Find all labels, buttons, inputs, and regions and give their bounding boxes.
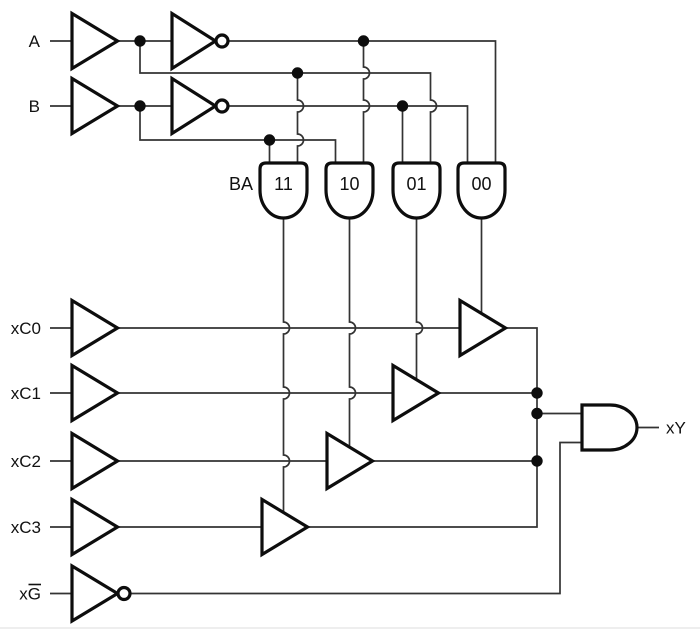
inverter-b-bubble-icon (214, 98, 230, 114)
inverter-xg (70, 563, 121, 624)
junction-dot (531, 407, 543, 420)
junction-dot (134, 35, 146, 47)
wire-gate10-to-c2-enable (348, 218, 357, 447)
wire-b-not-row (228, 105, 469, 163)
buffer-b (70, 75, 121, 137)
label-input-xc1: xC1 (11, 384, 41, 403)
gates (70, 10, 639, 624)
labels: A B BA 11 10 01 00 xC0 xC1 xC2 xC3 xG xY (11, 32, 686, 604)
label-gate-11: 11 (274, 174, 293, 194)
label-input-b: B (29, 97, 40, 116)
tristate-buffer-c2 (325, 430, 376, 492)
junction-dot (531, 387, 543, 399)
junction-dot (396, 100, 409, 112)
inverter-b (170, 75, 219, 137)
and-gate-10 (324, 161, 375, 220)
tristate-buffer-c0 (458, 297, 509, 359)
tristate-buffer-c3 (260, 496, 311, 558)
junction-dots (134, 35, 543, 467)
junction-dot (134, 100, 146, 112)
wire-xg-to-and-input (130, 441, 582, 595)
label-gate-10: 10 (339, 174, 359, 194)
buffer-xc2 (70, 430, 121, 492)
wire-gate11-to-c3-enable (282, 218, 291, 513)
label-select-header-ba: BA (229, 174, 253, 194)
junction-dot (531, 455, 543, 467)
label-input-xc3: xC3 (11, 518, 41, 537)
label-gate-01: 01 (406, 174, 426, 194)
label-input-xg: xG (19, 585, 41, 604)
label-input-xc2: xC2 (11, 452, 41, 471)
tristate-buffer-c1 (391, 362, 442, 424)
wire-a-not-tap-gate10 (362, 41, 371, 163)
inverter-a-bubble-icon (214, 33, 230, 49)
buffer-a (70, 10, 121, 72)
junction-dot (357, 35, 370, 47)
and-gate-01 (391, 161, 442, 220)
wire-gate01-to-c1-enable (415, 218, 424, 380)
and-gate-00 (456, 161, 507, 220)
label-output-xy: xY (666, 419, 686, 438)
and-gate-output (580, 403, 639, 452)
wires (50, 40, 659, 595)
label-gate-00: 00 (471, 174, 491, 194)
and-gate-11 (258, 161, 309, 220)
wire-a-true-tap-gate11 (296, 73, 305, 163)
wire-output-bus (307, 327, 538, 528)
label-input-a: A (29, 32, 41, 51)
buffer-xc3 (70, 496, 121, 558)
label-input-xc0: xC0 (11, 319, 41, 338)
junction-dot (263, 134, 276, 146)
wire-a-not-row (228, 40, 497, 163)
wire-b-true-row (139, 106, 337, 163)
wire-a-true-row (139, 41, 438, 163)
junction-dot (291, 67, 304, 79)
buffer-xc0 (70, 297, 121, 359)
buffer-xc1 (70, 362, 121, 424)
inverter-xg-bubble-icon (116, 585, 132, 602)
inverter-a (170, 10, 219, 72)
